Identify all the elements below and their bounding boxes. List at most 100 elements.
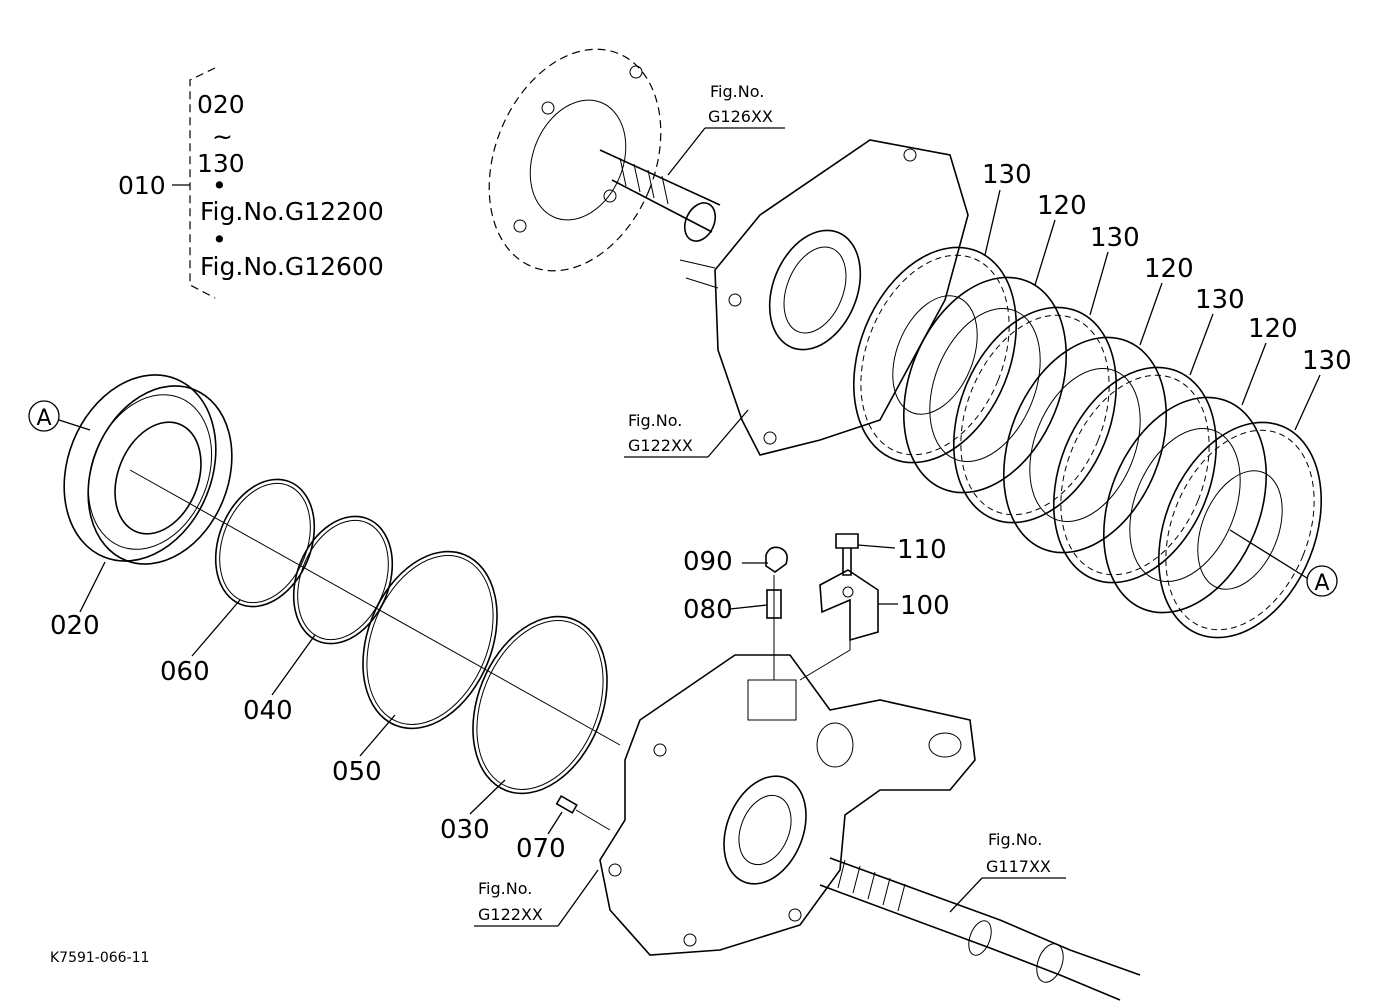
label-130-d: 130 <box>1302 346 1352 376</box>
upper-case-bore <box>768 229 862 351</box>
figref-g122-bottom-leader <box>557 869 599 927</box>
leader-120-a <box>1034 219 1056 286</box>
leader-060 <box>191 599 241 657</box>
leader-110 <box>857 544 896 549</box>
piston-seal-020 <box>63 374 233 565</box>
lower-case-hole-4 <box>788 908 802 922</box>
flange-hole-2 <box>541 101 555 115</box>
marker-a-right: A <box>1229 529 1338 597</box>
lower-case-arm-hole <box>816 722 854 768</box>
label-020: 020 <box>50 611 100 641</box>
figref-g117-leader <box>949 877 983 913</box>
legend-line-2: ~ <box>212 122 233 151</box>
pin-070-axis <box>575 809 611 831</box>
piston-outer <box>63 374 217 562</box>
figref-g122-top-line1: Fig.No. <box>628 411 682 430</box>
leader-050 <box>359 714 396 757</box>
shaft-outline <box>599 149 721 233</box>
oring-030-inner <box>476 620 604 790</box>
plate-120-1-bore <box>929 307 1041 463</box>
leader-030 <box>469 779 506 815</box>
upper-case <box>679 139 969 456</box>
pin-070: 070 <box>516 794 611 864</box>
lower-case <box>599 654 976 956</box>
hardware-alignment <box>773 640 851 681</box>
upper-case-stud <box>679 259 719 289</box>
flange-shaft-assembly <box>488 48 721 272</box>
figref-g126-leader <box>667 127 706 176</box>
oring-030 <box>472 615 608 795</box>
label-050: 050 <box>332 757 382 787</box>
lower-case-hole-1 <box>653 743 667 757</box>
figref-g117-line2: G117XX <box>986 857 1051 876</box>
legend-line-5: Fig.No.G12200 <box>200 197 384 226</box>
legend-group: 010 020 ~ 130 • Fig.No.G12200 • Fig.No.G… <box>118 67 384 299</box>
figref-g117: Fig.No. G117XX <box>949 830 1066 913</box>
flange-hole-3 <box>513 219 527 233</box>
figref-g126-line2: G126XX <box>708 107 773 126</box>
shaft-splines <box>619 157 669 205</box>
legend-bracket <box>189 67 216 299</box>
disc-130-4 <box>1157 421 1323 639</box>
piston-rim <box>87 385 233 565</box>
figref-g122-top-line2: G122XX <box>628 436 693 455</box>
flange-hub <box>529 99 627 221</box>
leader-020 <box>79 561 106 613</box>
assembly-axis <box>129 469 621 746</box>
lower-case-hole-2 <box>608 863 622 877</box>
leader-120-b <box>1139 282 1163 346</box>
figref-g122-top: Fig.No. G122XX <box>624 409 749 458</box>
leader-070 <box>547 811 563 835</box>
disc-130-4-teeth <box>1165 429 1315 631</box>
oring-050 <box>362 550 498 730</box>
plate-120-2-bore <box>1029 367 1141 523</box>
leader-040 <box>271 634 316 696</box>
marker-a-right-circle <box>1306 565 1338 597</box>
label-080: 080 <box>683 595 733 625</box>
label-040: 040 <box>243 696 293 726</box>
cap-090 <box>765 546 788 573</box>
leader-120-c <box>1241 342 1267 406</box>
disc-130-2-teeth <box>960 314 1110 516</box>
leader-130-a <box>984 189 1001 256</box>
label-130-c: 130 <box>1195 285 1245 315</box>
figref-g122-bottom: Fig.No. G122XX <box>474 869 599 927</box>
plate-120-2 <box>1002 336 1168 554</box>
axle-shaft-outline <box>819 857 1141 1001</box>
marker-a-left-circle <box>28 400 60 432</box>
disc-stack <box>852 246 1323 639</box>
axle-shaft-collar <box>968 920 992 956</box>
shaft-end <box>683 202 717 242</box>
figref-g122-bottom-line1: Fig.No. <box>478 879 532 898</box>
figref-g117-line1: Fig.No. <box>988 830 1042 849</box>
oring-060 <box>214 478 316 608</box>
marker-a-left: A <box>28 400 91 432</box>
upper-case-hole-3 <box>728 293 742 307</box>
disc-130-4-bore <box>1197 470 1283 590</box>
figref-g126-line1: Fig.No. <box>710 82 764 101</box>
plate-120-3 <box>1102 396 1268 614</box>
plate-120-3-bore <box>1129 427 1241 583</box>
upper-case-outline <box>714 139 969 456</box>
upper-case-bore-inner <box>783 246 847 334</box>
legend-line-3: 130 <box>197 149 245 178</box>
marker-a-right-text: A <box>1314 571 1329 596</box>
label-120-c: 120 <box>1248 314 1298 344</box>
lower-case-bearing <box>723 775 807 885</box>
legend-line-6: • <box>212 225 227 254</box>
leader-130-c <box>1189 313 1214 376</box>
plate-100-hole <box>842 586 854 598</box>
label-100: 100 <box>900 591 950 621</box>
plate-120-1 <box>902 276 1068 494</box>
leader-080 <box>729 604 768 610</box>
legend-line-1: 020 <box>197 90 245 119</box>
oring-060-inner <box>219 482 311 604</box>
axle-shaft-boot <box>1036 943 1064 983</box>
upper-case-hole-2 <box>903 148 917 162</box>
legend-main-part: 010 <box>118 171 166 200</box>
label-130-a: 130 <box>982 160 1032 190</box>
leader-130-d <box>1294 374 1321 431</box>
lower-case-outline <box>599 654 976 956</box>
label-120-b: 120 <box>1144 254 1194 284</box>
